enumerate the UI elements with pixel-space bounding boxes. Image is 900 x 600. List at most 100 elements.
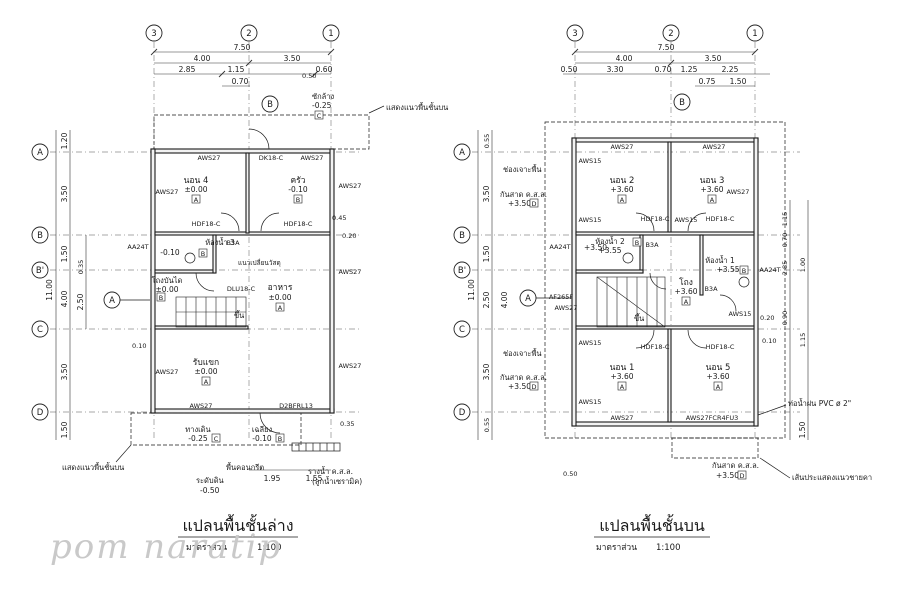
dim-left: 2.50 (482, 291, 491, 308)
window-tag: AF265F (549, 293, 574, 301)
section-mark (673, 93, 691, 111)
grid-bubble-row (453, 403, 471, 421)
room-tag: B (278, 435, 282, 443)
dim-overall-width: 7.50 (234, 43, 251, 52)
room-name: นอน 5 (706, 363, 731, 373)
section-mark (261, 95, 279, 113)
dim-sub: 0.70 (232, 77, 249, 86)
room-name: เฉลียง (252, 425, 273, 434)
grid-label-row: D (459, 408, 466, 418)
grid-bubble-row (31, 320, 49, 338)
room-tag: C (214, 435, 219, 443)
grid-label-row: C (459, 325, 465, 335)
room-level: +3.60 (611, 185, 634, 194)
dim-sub: 2.85 (179, 65, 196, 74)
window-tag: AWS27 (198, 154, 221, 162)
dim-sub: 0.75 (699, 77, 716, 86)
room-level: ±0.00 (269, 293, 292, 302)
grid-label-col: 2 (246, 29, 251, 39)
room-tag: B (296, 196, 300, 204)
room-level: -0.10 (288, 185, 308, 194)
grid-bubble-col (322, 24, 340, 42)
room-name: โถงบันได (152, 276, 183, 285)
dim-note: 0.50 (302, 72, 316, 80)
washing-tag: C (317, 112, 322, 120)
window-tag: AWS27 (339, 268, 362, 276)
room-name: โถง (679, 277, 693, 288)
room-tag: A (716, 383, 721, 391)
room-tag: B (159, 294, 163, 302)
grid-label-row: A (459, 148, 465, 158)
dim-left: 4.00 (500, 291, 509, 308)
washing-label: ซักล้าง (312, 92, 334, 101)
room-level: +3.55 (717, 265, 740, 274)
grid-label-col: 2 (668, 29, 673, 39)
scale-value: 1:100 (656, 543, 681, 553)
room-name: ห้องน้ำ 2 (595, 236, 625, 246)
concrete-step (291, 442, 341, 452)
door-tag: HDF18-C (641, 343, 670, 351)
canopy-level: +3.50 (716, 471, 739, 480)
door-tag: D2BFRL13 (279, 402, 313, 410)
void-label: ช่องเจาะพื้น (503, 164, 542, 174)
section-mark-label: B (267, 100, 273, 110)
canopy-tag: D (531, 200, 536, 208)
door-tag: HDF18-C (641, 215, 670, 223)
dim-top: 3.50 (284, 54, 301, 63)
window-tag: AWS15 (579, 157, 602, 165)
upper-floor-line-label: แสดงแนวพื้นชั้นบน (386, 102, 448, 112)
grid-label-row: B (37, 231, 43, 241)
dim-sub: 0.70 (655, 65, 672, 74)
canopy-tag: D (739, 472, 744, 480)
grid-label-row: B' (458, 266, 466, 276)
room-tag: A (620, 196, 625, 204)
door-tag: DK18-C (259, 154, 284, 162)
dim-left: 3.50 (482, 185, 491, 202)
canopy-label: กันสาด ค.ส.ล. (500, 190, 547, 199)
dim-left: 3.50 (482, 363, 491, 380)
dim-top: 3.50 (705, 54, 722, 63)
dim-top: 4.00 (194, 54, 211, 63)
dim-sub: 0.50 (561, 65, 578, 74)
room-tag: A (710, 196, 715, 204)
dim-left: 0.55 (483, 134, 491, 148)
room-level: ±0.00 (156, 285, 179, 294)
grid-bubble-col (145, 24, 163, 42)
upper-floor-plan: 3 2 1 A B B' C D 7.50 4.00 3.50 0.50 3.3… (453, 24, 872, 553)
grid-label-col: 1 (752, 29, 757, 39)
room-name: นอน 3 (700, 176, 725, 186)
plan-title: แปลนพื้นชั้นล่าง (182, 514, 293, 535)
slab-label: พื้นคอนกรีต (226, 462, 264, 472)
plan-title: แปลนพื้นชั้นบน (599, 514, 705, 535)
dim-left: 3.50 (60, 363, 69, 380)
dim-top: 4.00 (616, 54, 633, 63)
up-label: ขึ้น (234, 310, 244, 320)
ground-level: -0.50 (200, 486, 220, 495)
toilet-fixture (184, 252, 196, 264)
window-tag: AWS15 (675, 216, 698, 224)
room-level: ±0.00 (195, 367, 218, 376)
dim-right: 1.15 (799, 333, 807, 347)
room-tag: A (204, 378, 209, 386)
room-name: ทางเดิน (185, 425, 210, 434)
canopy-label: กันสาด ค.ส.ล. (712, 461, 759, 470)
grid-bubble-row (31, 403, 49, 421)
dim-left: 1.50 (60, 245, 69, 262)
window-tag: B3A (645, 241, 659, 249)
door-tag: HDF18-C (706, 343, 735, 351)
window-tag: AWS27 (156, 188, 179, 196)
canopy-level: +3.50 (508, 199, 531, 208)
room-name: นอน 1 (610, 363, 635, 373)
dim-note: 0.20 (760, 314, 774, 322)
dim-right: 1.00 (799, 258, 807, 272)
window-tag: AA24T (127, 243, 148, 251)
dim-left: 1.20 (60, 132, 69, 149)
dim-note: 0.45 (332, 214, 346, 222)
section-mark-label: B (679, 98, 685, 108)
toilet-fixture (738, 276, 750, 288)
room-name: นอน 4 (184, 176, 209, 186)
room-tag: B (635, 239, 639, 247)
eave-line-label: เส้นประแสดงแนวชายคา (792, 473, 872, 482)
room-name: ห้องน้ำ 3 (205, 237, 235, 247)
